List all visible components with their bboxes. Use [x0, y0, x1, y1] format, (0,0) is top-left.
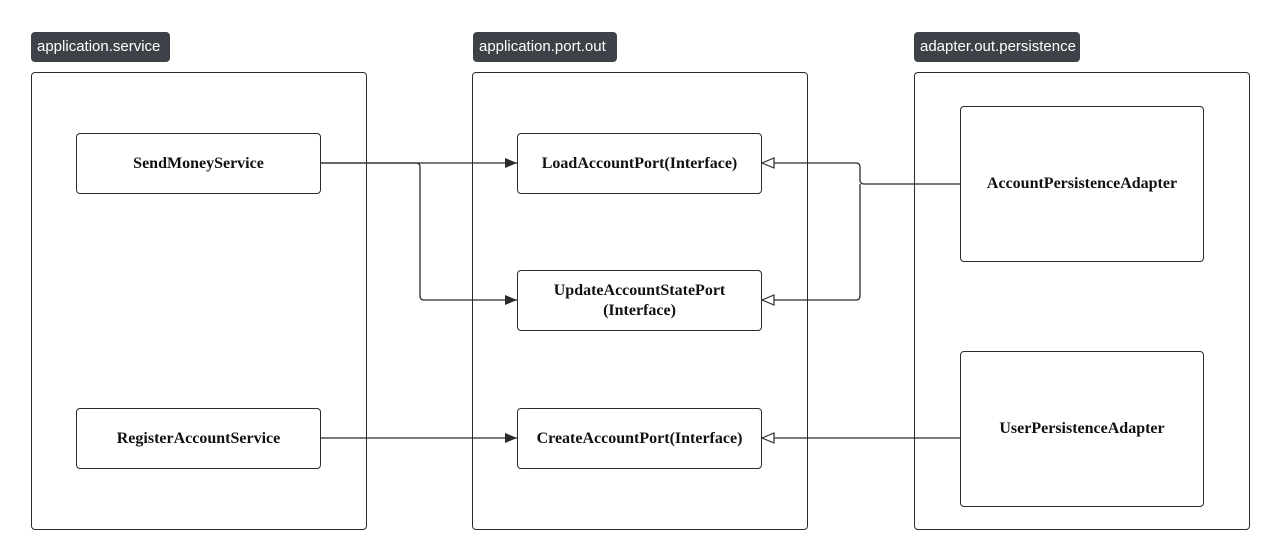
node-label: AccountPersistenceAdapter — [986, 175, 1178, 192]
node-load-account-port: LoadAccountPort(Interface) — [517, 133, 762, 194]
node-create-account-port: CreateAccountPort(Interface) — [517, 408, 762, 469]
node-label-line-2: (Interface) — [603, 301, 676, 319]
package-label-adapter-out-persistence: adapter.out.persistence — [914, 32, 1080, 62]
node-label: CreateAccountPort(Interface) — [536, 429, 743, 447]
package-label-application-service: application.service — [31, 32, 170, 62]
node-send-money-service: SendMoneyService — [76, 133, 321, 194]
node-label: LoadAccountPort(Interface) — [541, 154, 738, 172]
node-update-account-state-port: UpdateAccountStatePort (Interface) — [517, 270, 762, 331]
package-label-application-port-out: application.port.out — [473, 32, 617, 62]
node-account-persistence-adapter: AccountPersistenceAdapter — [960, 106, 1204, 262]
node-label: UserPersistenceAdapter — [999, 420, 1165, 437]
node-label: RegisterAccountService — [116, 429, 281, 447]
node-label: SendMoneyService — [133, 154, 264, 172]
node-label-line-1: UpdateAccountStatePort — [553, 281, 726, 299]
node-user-persistence-adapter: UserPersistenceAdapter — [960, 351, 1204, 507]
node-register-account-service: RegisterAccountService — [76, 408, 321, 469]
